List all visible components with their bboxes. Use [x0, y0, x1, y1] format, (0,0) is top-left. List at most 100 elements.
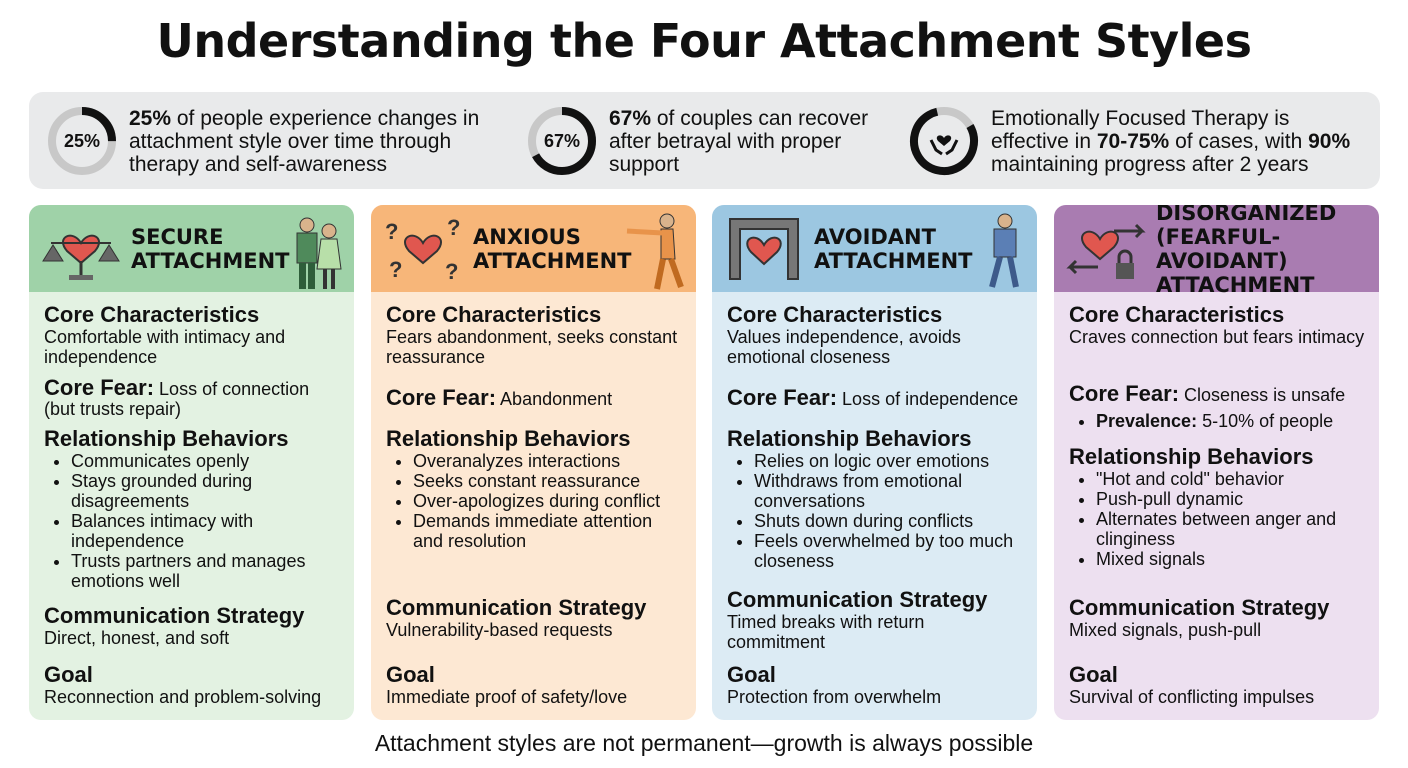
card-header: AVOIDANT ATTACHMENT [712, 205, 1037, 292]
behavior-item: Communicates openly [71, 451, 344, 471]
section-heading: Communication Strategy [44, 603, 305, 628]
behavior-item: Alternates between anger and clinginess [1096, 509, 1369, 549]
stat-3: Emotionally Focused Therapy is effective… [907, 104, 1371, 178]
section-text: Values independence, avoids emotional cl… [727, 327, 961, 367]
relationship-behaviors: Relationship BehaviorsOveranalyzes inter… [386, 426, 686, 552]
behavior-item: Push-pull dynamic [1096, 489, 1369, 509]
progress-ring-67: 67% [525, 104, 599, 178]
behavior-item: Overanalyzes interactions [413, 451, 686, 471]
heart-arrows-lock-icon [1066, 223, 1146, 279]
section-heading: Core Characteristics [727, 302, 943, 327]
section-text: Reconnection and problem-solving [44, 687, 322, 707]
section-heading: Relationship Behaviors [386, 426, 631, 451]
relationship-behaviors: Relationship Behaviors"Hot and cold" beh… [1069, 444, 1369, 570]
section-heading: Relationship Behaviors [1069, 444, 1314, 469]
section-heading: Goal [727, 662, 776, 687]
prevalence: Prevalence: 5-10% of people [1069, 411, 1369, 431]
section-text: Comfortable with intimacy and independen… [44, 327, 286, 367]
stats-banner: 25% 25% of people experience changes in … [29, 92, 1380, 189]
behavior-item: Mixed signals [1096, 549, 1369, 569]
card-anxious: ???? ANXIOUS ATTACHMENT Core Characteris… [371, 205, 696, 720]
behavior-item: Relies on logic over emotions [754, 451, 1027, 471]
couple-icon [296, 217, 342, 289]
core-fear-text: Core Fear: Closeness is unsafe [1069, 381, 1346, 406]
section-text: Mixed signals, push-pull [1069, 620, 1262, 640]
core-fear: Core Fear: Abandonment [386, 387, 686, 410]
card-title: SECURE ATTACHMENT [131, 224, 290, 273]
footer-tagline: Attachment styles are not permanent—grow… [374, 730, 1034, 756]
stat-text: Emotionally Focused Therapy is effective… [991, 106, 1351, 176]
section-heading: Communication Strategy [727, 587, 988, 612]
behavior-item: Stays grounded during disagreements [71, 471, 344, 511]
core-fear: Core Fear: Loss of connection (but trust… [44, 375, 344, 420]
card-header: ???? ANXIOUS ATTACHMENT [371, 205, 696, 292]
section-heading: Communication Strategy [386, 595, 647, 620]
section-heading: Goal [1069, 662, 1118, 687]
relationship-behaviors: Relationship BehaviorsRelies on logic ov… [727, 426, 1027, 572]
behavior-item: Demands immediate attention and resoluti… [413, 511, 686, 551]
card-disorganized: DISORGANIZED (FEARFUL-AVOIDANT) ATTACHME… [1054, 205, 1379, 720]
section-text: Protection from overwhelm [727, 687, 942, 707]
behavior-item: Seeks constant reassurance [413, 471, 686, 491]
behavior-item: Withdraws from emotional conversations [754, 471, 1027, 511]
card-title: AVOIDANT ATTACHMENT [814, 224, 973, 273]
behavior-item: Shuts down during conflicts [754, 511, 1027, 531]
section-heading: Core Characteristics [386, 302, 602, 327]
section-text: Timed breaks with return commitment [727, 612, 925, 652]
reaching-person-icon [626, 213, 684, 290]
section-heading: Core Characteristics [1069, 302, 1285, 327]
stat-text: 25% of people experience changes in atta… [129, 106, 480, 176]
core-fear: Core Fear: Loss of independence [727, 385, 1027, 410]
svg-text:?: ? [447, 215, 460, 240]
card-title: ANXIOUS ATTACHMENT [473, 224, 632, 273]
relationship-behaviors: Relationship BehaviorsCommunicates openl… [44, 426, 344, 592]
hands-heart-icon [907, 104, 981, 178]
section-text: Survival of conflicting impulses [1069, 687, 1315, 707]
section-heading: Core Characteristics [44, 302, 260, 327]
section-text: Direct, honest, and soft [44, 628, 230, 648]
stat-text: 67% of couples can recover after betraya… [609, 106, 869, 176]
behavior-item: Feels overwhelmed by too much closeness [754, 531, 1027, 571]
section-text: Immediate proof of safety/love [386, 687, 628, 707]
svg-text:?: ? [389, 257, 402, 282]
card-avoidant: AVOIDANT ATTACHMENT Core Characteristics… [712, 205, 1037, 720]
card-header: SECURE ATTACHMENT [29, 205, 354, 292]
progress-ring-25: 25% [45, 104, 119, 178]
section-text: Fears abandonment, seeks constant reassu… [386, 327, 678, 367]
core-fear: Core Fear: Closeness is unsafe [1069, 381, 1369, 406]
page-title: Understanding the Four Attachment Styles [156, 14, 1252, 68]
heart-scale-icon [42, 234, 120, 280]
behavior-item: Over-apologizes during conflict [413, 491, 686, 511]
section-heading: Goal [44, 662, 93, 687]
behavior-item: "Hot and cold" behavior [1096, 469, 1369, 489]
behavior-item: Balances intimacy with independence [71, 511, 344, 551]
behavior-item: Trusts partners and manages emotions wel… [71, 551, 344, 591]
section-heading: Relationship Behaviors [727, 426, 972, 451]
stat-1: 25% 25% of people experience changes in … [45, 104, 499, 178]
svg-text:?: ? [385, 219, 398, 244]
core-fear-text: Core Fear: Loss of independence [727, 385, 1019, 410]
core-fear-text: Core Fear: Loss of connection (but trust… [44, 375, 310, 420]
section-text: Craves connection but fears intimacy [1069, 327, 1365, 347]
section-text: Vulnerability-based requests [386, 620, 613, 640]
card-header: DISORGANIZED (FEARFUL-AVOIDANT) ATTACHME… [1054, 205, 1379, 297]
section-heading: Communication Strategy [1069, 595, 1330, 620]
crossed-arms-person-icon [989, 213, 1019, 288]
stat-2: 67% 67% of couples can recover after bet… [525, 104, 889, 178]
section-heading: Relationship Behaviors [44, 426, 289, 451]
section-heading: Goal [386, 662, 435, 687]
prevalence-item: Prevalence: 5-10% of people [1096, 411, 1369, 431]
